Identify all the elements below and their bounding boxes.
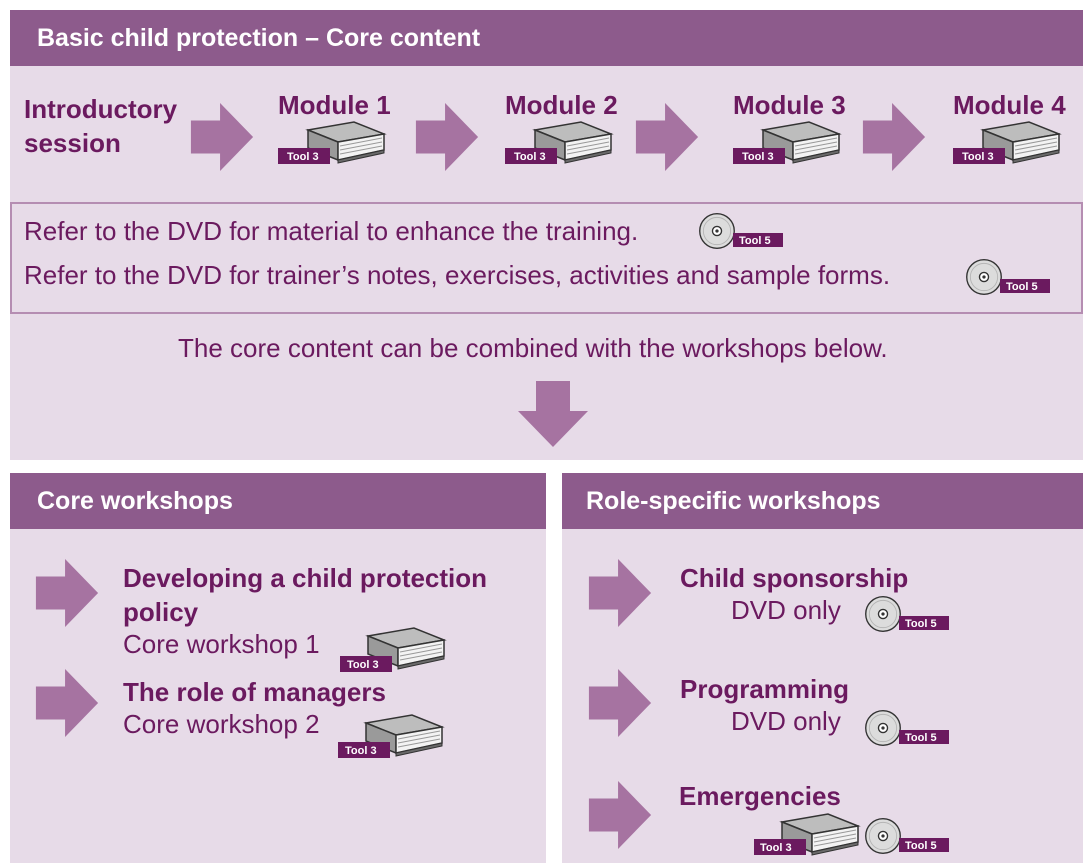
svg-text:Tool 5: Tool 5	[905, 732, 937, 744]
module-label: Module 3	[733, 90, 846, 120]
intro-session-label: Introductory session	[24, 94, 178, 158]
workshop-title: Child sponsorship	[680, 563, 909, 593]
tool-tag: Tool 3	[505, 148, 557, 164]
svg-text:Tool 3: Tool 3	[347, 659, 379, 671]
workshop-title: Programming	[680, 674, 850, 704]
role-workshops-panel	[562, 473, 1083, 863]
arrow-right-icon	[35, 669, 99, 737]
arrow-right-icon	[588, 781, 652, 849]
workshop-title: The role of managers	[123, 677, 386, 707]
dvd-note-1: Refer to the DVD for material to enhance…	[24, 216, 638, 247]
svg-text:Tool 3: Tool 3	[287, 151, 319, 163]
arrow-right-icon	[190, 103, 254, 171]
tool-tag: Tool 3	[754, 839, 806, 855]
workshop-subtitle: DVD only	[731, 595, 841, 625]
role-workshop-programming: Programming DVD only	[680, 672, 1080, 737]
svg-text:Tool 5: Tool 5	[905, 840, 937, 852]
tool-tag: Tool 3	[278, 148, 330, 164]
core-workshops-panel	[10, 473, 546, 863]
core-workshop-1: Developing a child protection policy Cor…	[123, 561, 533, 660]
dvd-disc-icon: Tool 5	[865, 596, 949, 632]
module-label: Module 1	[278, 90, 391, 120]
core-workshops-header: Core workshops	[10, 473, 546, 529]
dvd-disc-icon: Tool 5	[865, 710, 949, 746]
core-workshop-2: The role of managers Core workshop 2	[123, 675, 533, 740]
dvd-note-text: Refer to the DVD for material to enhance…	[24, 216, 639, 246]
core-content-header: Basic child protection – Core content	[10, 10, 1083, 66]
dvd-notes-box	[10, 202, 1083, 314]
tool-tag: Tool 3	[733, 148, 785, 164]
dvd-disc-icon: Tool 5	[699, 213, 783, 249]
module-1: Module 1 Tool 3	[278, 90, 418, 170]
dvd-disc-icon: Tool 5	[865, 818, 949, 854]
svg-text:Tool 3: Tool 3	[742, 151, 774, 163]
svg-text:Tool 3: Tool 3	[514, 151, 546, 163]
arrow-right-icon	[415, 103, 479, 171]
arrow-right-icon	[35, 559, 99, 627]
combine-note: The core content can be combined with th…	[178, 333, 888, 363]
dvd-note-text: Refer to the DVD for trainer’s notes, ex…	[24, 260, 891, 290]
module-label: Module 4	[953, 90, 1066, 120]
workshop-title: Developing a child protection policy	[123, 563, 488, 627]
module-4: Module 4 Tool 3	[953, 90, 1081, 170]
arrow-right-icon	[588, 669, 652, 737]
svg-text:Tool 5: Tool 5	[739, 235, 771, 247]
svg-text:Tool 3: Tool 3	[760, 842, 792, 854]
dvd-disc-icon: Tool 5	[966, 259, 1050, 295]
workshop-subtitle: DVD only	[731, 706, 841, 736]
role-workshop-emergencies: Emergencies	[679, 779, 1079, 813]
module-3: Module 3 Tool 3	[733, 90, 873, 170]
role-workshops-header: Role-specific workshops	[562, 473, 1083, 529]
dvd-note-2: Refer to the DVD for trainer’s notes, ex…	[24, 260, 890, 291]
svg-text:Tool 3: Tool 3	[345, 745, 377, 757]
svg-text:Tool 5: Tool 5	[905, 618, 937, 630]
tool-tag: Tool 3	[340, 656, 392, 672]
workshop-subtitle: Core workshop 1	[123, 629, 320, 659]
section-title: Role-specific workshops	[586, 486, 881, 515]
tool-tag: Tool 3	[338, 742, 390, 758]
role-workshop-child-sponsorship: Child sponsorship DVD only	[680, 561, 1080, 626]
module-label: Module 2	[505, 90, 618, 120]
arrow-down-icon	[518, 381, 588, 447]
svg-text:Tool 3: Tool 3	[962, 151, 994, 163]
workshop-subtitle: Core workshop 2	[123, 709, 320, 739]
workshop-title: Emergencies	[679, 781, 841, 811]
tool-tag: Tool 3	[953, 148, 1005, 164]
section-title: Core workshops	[37, 486, 233, 515]
page-title: Basic child protection – Core content	[37, 23, 481, 52]
svg-text:Tool 5: Tool 5	[1006, 281, 1038, 293]
arrow-right-icon	[588, 559, 652, 627]
module-2: Module 2 Tool 3	[505, 90, 645, 170]
